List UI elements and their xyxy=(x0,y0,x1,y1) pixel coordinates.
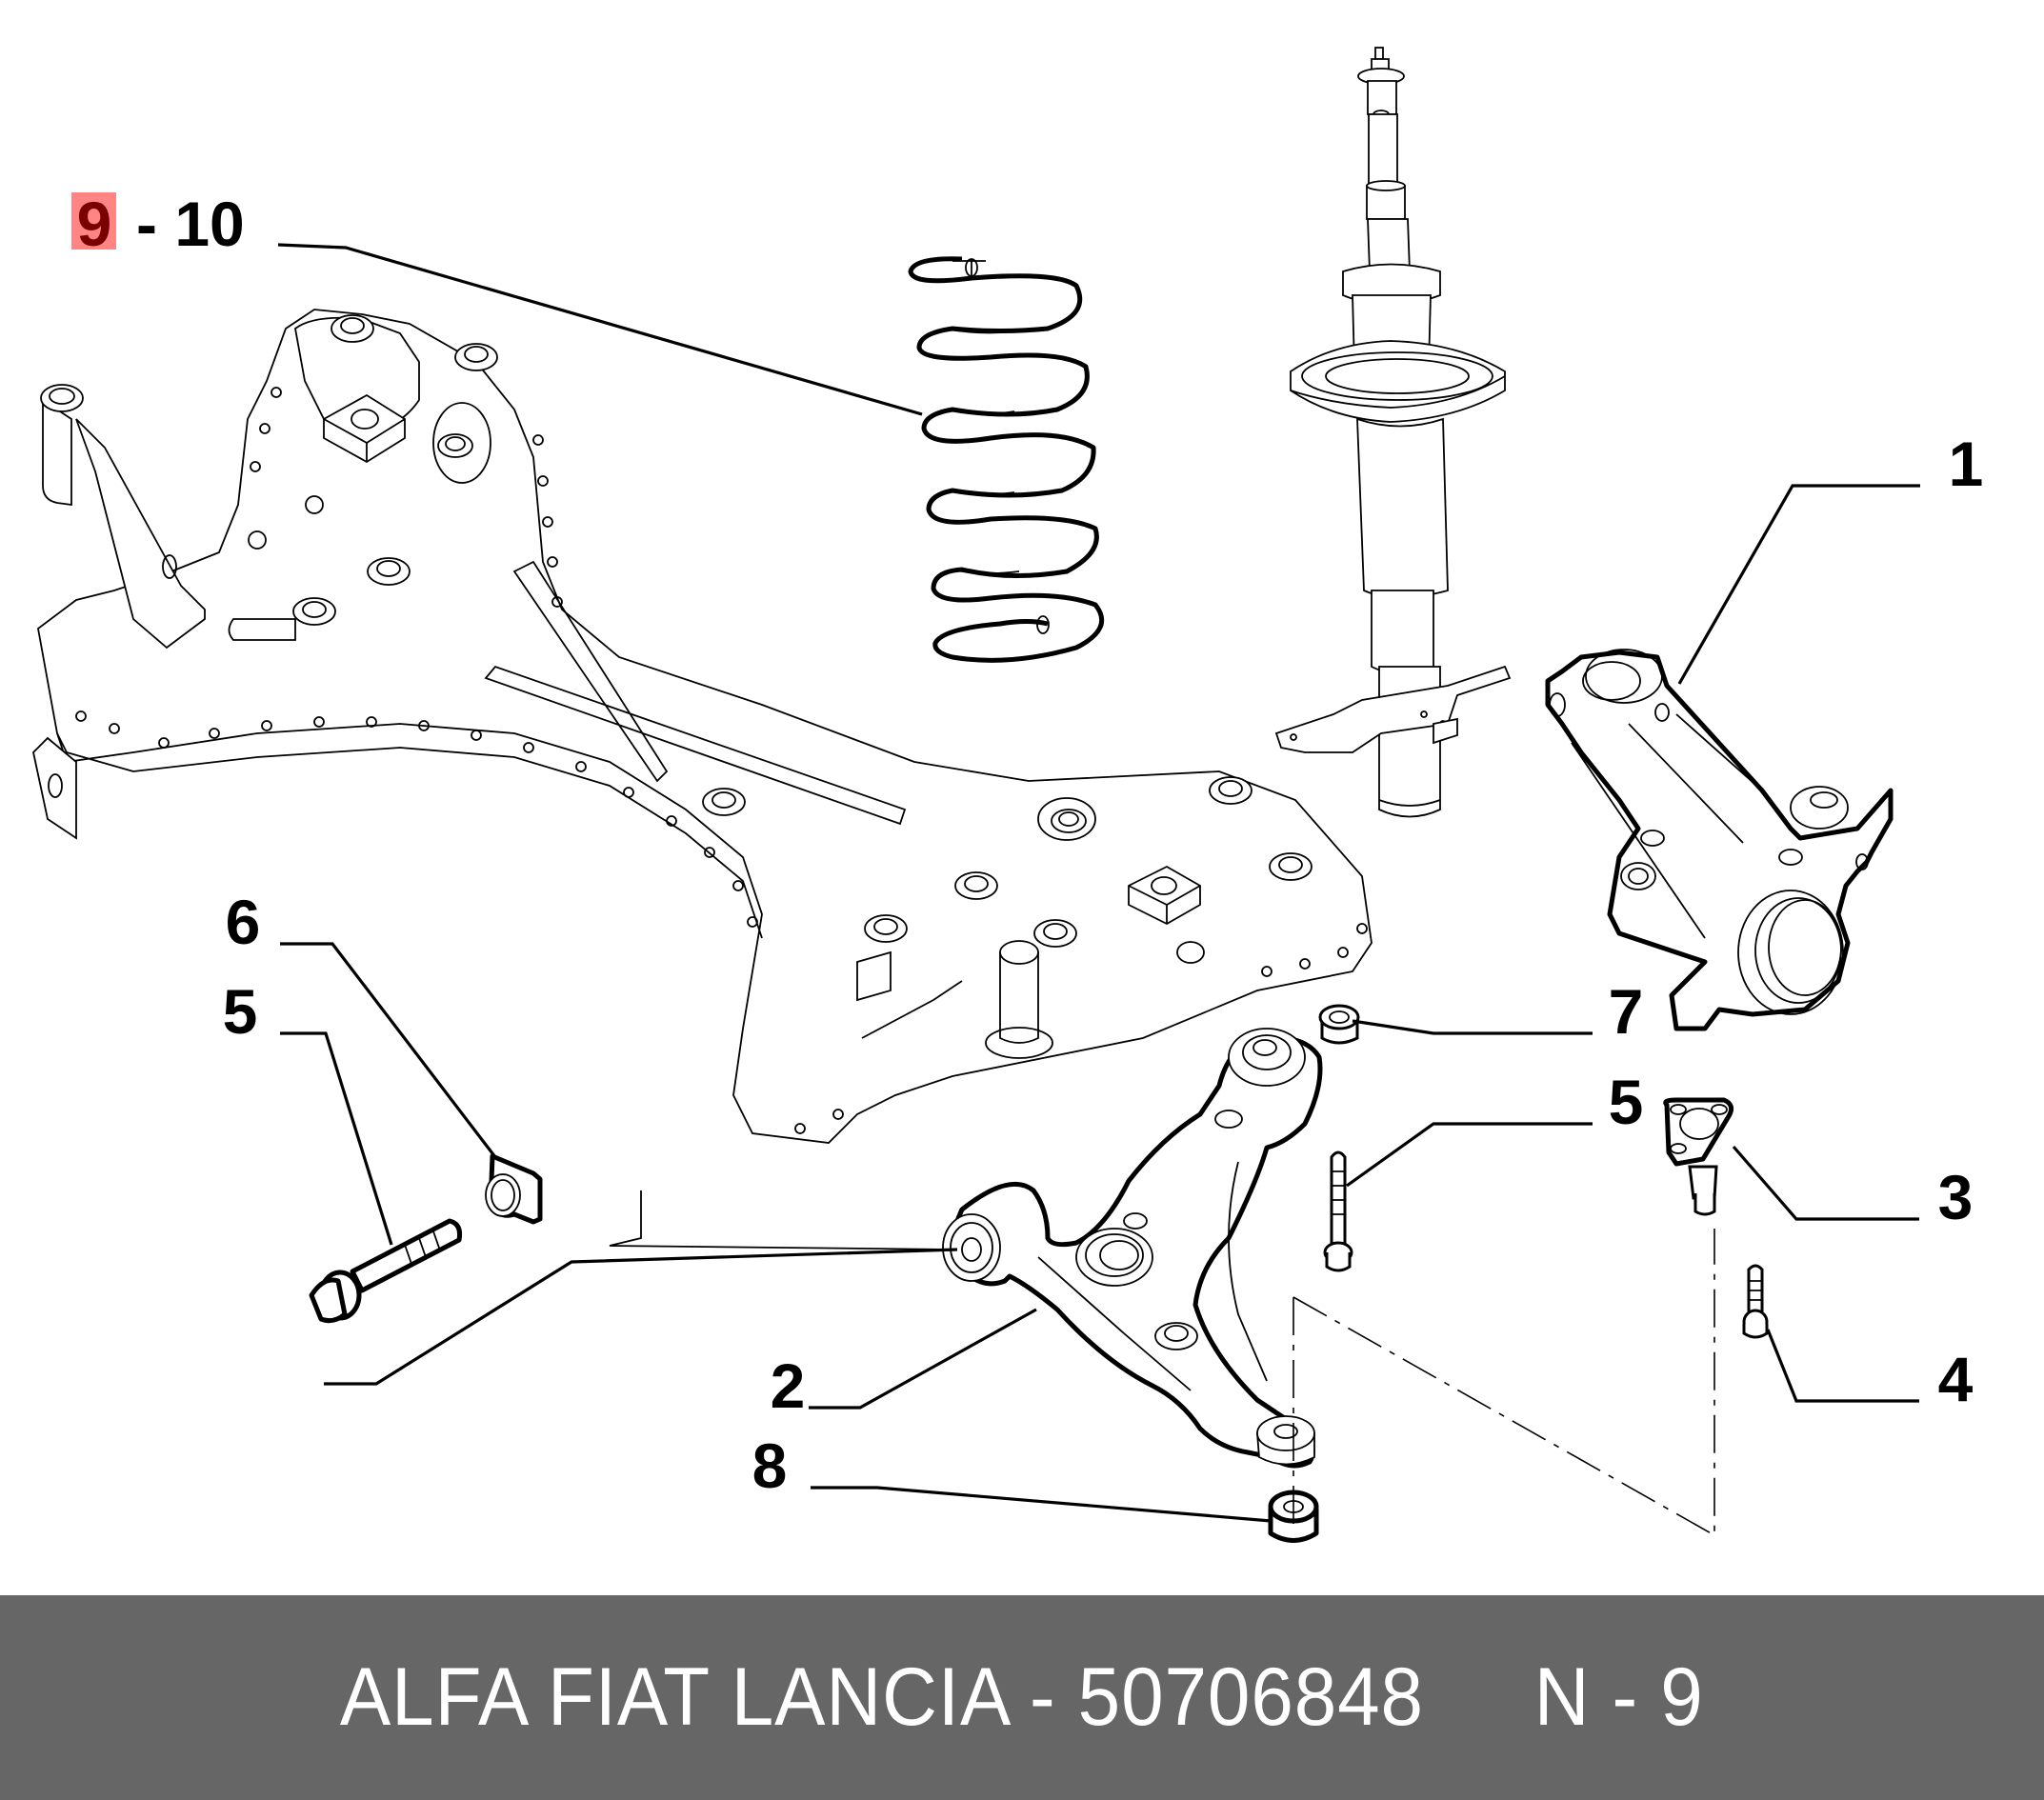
leader-2-pin xyxy=(324,1248,958,1386)
callout-2: 2 xyxy=(771,1350,806,1421)
leader-lines xyxy=(277,243,1920,1523)
footer-bar: ALFA FIAT LANCIA - 50706848 N - 9 xyxy=(0,1595,2044,1800)
leader-1 xyxy=(1677,484,1920,685)
ball-joint xyxy=(1663,1097,1734,1216)
ball-joint-bolt xyxy=(1742,1264,1769,1339)
steering-knuckle xyxy=(1545,649,1894,1031)
subframe xyxy=(32,309,1373,1144)
footer-part-number: ALFA FIAT LANCIA - 50706848 N - 9 xyxy=(340,1651,1704,1743)
callout-8: 8 xyxy=(752,1430,788,1501)
callout-10: - 10 xyxy=(136,189,245,259)
leader-7 xyxy=(1352,1019,1593,1035)
leader-4 xyxy=(1766,1329,1919,1403)
leader-8 xyxy=(811,1486,1272,1523)
leader-6 xyxy=(280,942,497,1158)
bushing xyxy=(485,1153,543,1225)
shock-absorber xyxy=(1274,47,1512,818)
leader-5-left xyxy=(280,1031,393,1246)
leader-5-right xyxy=(1346,1122,1593,1188)
assembly-lines xyxy=(609,1190,1715,1537)
callout-4: 4 xyxy=(1938,1344,1974,1414)
bolt-left xyxy=(309,1218,462,1324)
bolt-right xyxy=(1323,1150,1353,1272)
flange-holes xyxy=(75,387,1368,1134)
coil-spring xyxy=(908,256,1105,663)
leader-2 xyxy=(809,1308,1037,1410)
callout-labels: 9 - 10 1 7 5 3 4 6 5 2 8 xyxy=(71,189,1983,1501)
spring-highlight-box xyxy=(71,192,116,250)
callout-5-left: 5 xyxy=(223,976,258,1047)
callout-9: 9 xyxy=(77,189,112,259)
nut xyxy=(1318,1004,1360,1045)
leader-3 xyxy=(1732,1145,1919,1221)
lower-control-arm xyxy=(942,1028,1323,1469)
callout-6: 6 xyxy=(226,887,261,957)
callout-5-right: 5 xyxy=(1609,1067,1644,1137)
leader-9-10 xyxy=(277,243,923,416)
callout-1: 1 xyxy=(1949,429,1984,499)
callout-3: 3 xyxy=(1938,1162,1974,1232)
parts-diagram: 9 - 10 1 7 5 3 4 6 5 2 8 xyxy=(32,47,1983,1543)
callout-7: 7 xyxy=(1609,976,1644,1047)
